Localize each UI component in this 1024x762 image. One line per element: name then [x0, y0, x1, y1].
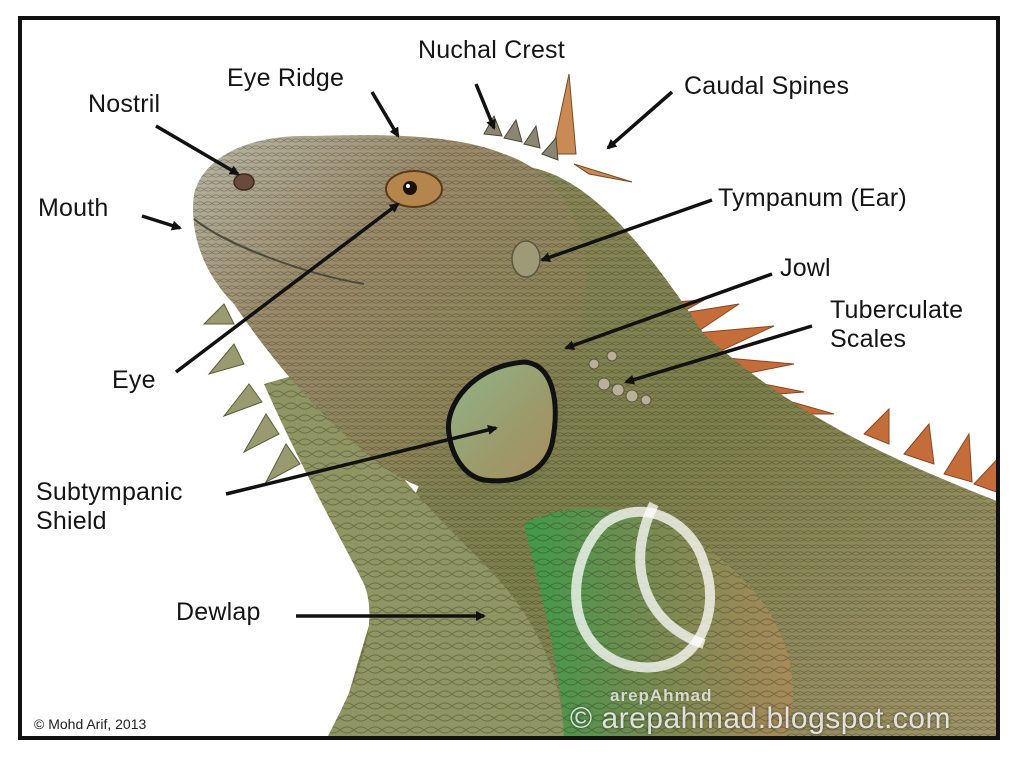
copyright-text: © Mohd Arif, 2013	[34, 716, 147, 732]
label-tuberculate-line1: Tuberculate	[830, 296, 964, 324]
label-nuchal-crest: Nuchal Crest	[418, 36, 565, 64]
watermark-site: © arepahmad.blogspot.com	[570, 702, 951, 735]
label-nostril: Nostril	[88, 90, 161, 118]
label-mouth: Mouth	[38, 194, 109, 222]
label-dewlap: Dewlap	[176, 598, 261, 626]
label-eye-ridge: Eye Ridge	[227, 64, 345, 92]
pointer-arrows	[141, 83, 813, 621]
label-jowl: Jowl	[780, 254, 831, 282]
label-subtympanic-shield: Subtympanic Shield	[36, 478, 183, 536]
nostril-shape	[233, 173, 255, 191]
label-tuberculate-line2: Scales	[830, 324, 907, 353]
label-eye: Eye	[112, 366, 156, 394]
subtympanic-shield-shape	[445, 359, 558, 484]
label-subtympanic-line1: Subtympanic	[36, 478, 183, 506]
diagram-frame: Nostril Eye Ridge Nuchal Crest Caudal Sp…	[18, 16, 1000, 740]
label-subtympanic-line2: Shield	[36, 506, 107, 535]
tympanum-shape	[511, 240, 541, 278]
iguana-illustration	[141, 73, 996, 736]
mouth-line	[193, 218, 365, 285]
label-tuberculate-scales: Tuberculate Scales	[830, 296, 963, 354]
label-tympanum: Tympanum (Ear)	[718, 184, 907, 212]
label-caudal-spines: Caudal Spines	[684, 72, 850, 100]
watermark-name: arepAhmad	[610, 686, 713, 705]
watermark-logo	[571, 501, 716, 673]
